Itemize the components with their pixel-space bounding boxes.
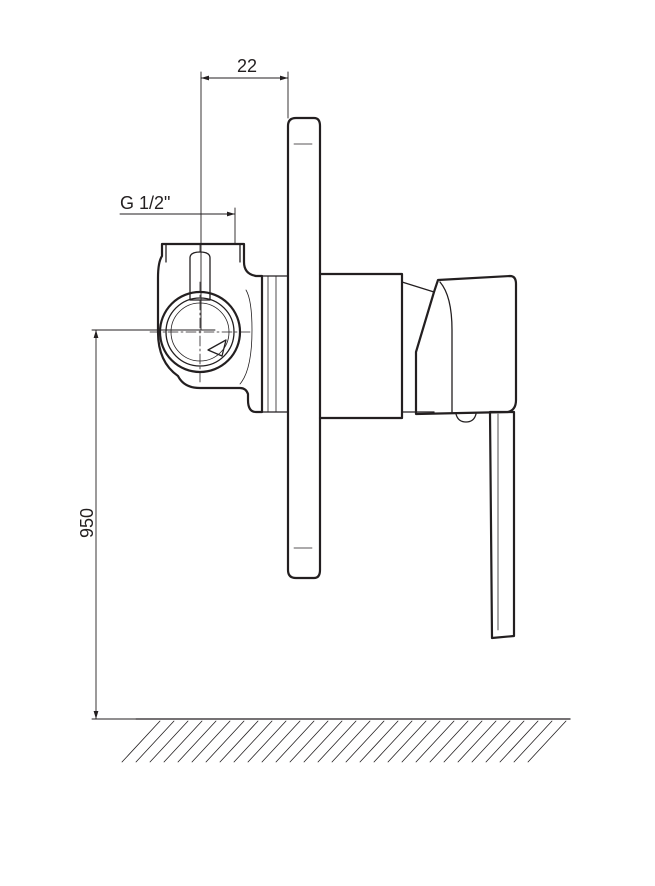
hatch-line [485,720,525,763]
hatch-line [121,720,161,763]
hatch-line [527,720,567,763]
lever-handle [414,274,518,640]
hatch-line [247,720,287,763]
hatch-line [261,720,301,763]
hatch-line [177,720,217,763]
hatch-line [513,720,553,763]
hatch-line [149,720,189,763]
dimension-height-label: 950 [77,508,97,538]
hatch-line [457,720,497,763]
dimension-thread-label: G 1/2" [120,193,170,213]
hatch-line [289,720,329,763]
hatch-line [135,720,175,763]
hatch-line [205,720,245,763]
dimension-thread: G 1/2" [119,193,236,245]
hatch-line [191,720,231,763]
hatch-line [331,720,371,763]
hatch-line [471,720,511,763]
dimension-width-label: 22 [237,56,257,76]
floor-hatching [121,718,571,763]
cover-plate [286,116,322,580]
hatch-line [219,720,259,763]
hatch-line [275,720,315,763]
hatch-line [233,720,273,763]
hatch-line [443,720,483,763]
hatch-line [387,720,427,763]
valve-body [156,242,289,414]
dimension-width: 22 [200,56,289,331]
hatch-line [303,720,343,763]
hatch-line [401,720,441,763]
hatch-line [373,720,413,763]
mixer-body [318,272,435,420]
outlet-port [149,281,251,385]
hatch-line [429,720,469,763]
hatch-line [359,720,399,763]
hatch-line [345,720,385,763]
dimension-height: 950 [77,329,216,720]
hatch-line [317,720,357,763]
hatch-line [499,720,539,763]
hatch-line [415,720,455,763]
hatch-line [163,720,203,763]
